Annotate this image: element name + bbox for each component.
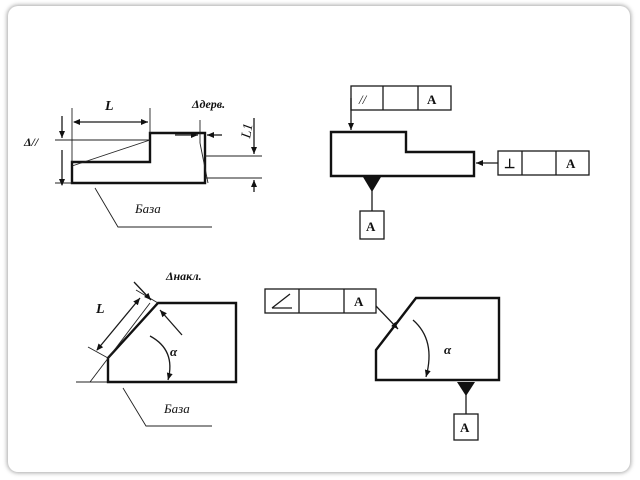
incline-deviation-label: Δнакл. xyxy=(165,269,202,283)
part-outline-3 xyxy=(106,301,238,384)
slide xyxy=(8,6,630,472)
datum-letter: A xyxy=(366,219,376,234)
base-label: База xyxy=(134,201,161,216)
base-label-2: База xyxy=(163,401,190,416)
tolerance-frame-diagram-top: // A ⊥ A A xyxy=(329,85,590,240)
datum-triangle-2 xyxy=(457,382,475,396)
angularity-frame xyxy=(264,288,377,314)
base-leader xyxy=(94,187,212,228)
angle-symbol-icon xyxy=(271,293,292,309)
datum-triangle xyxy=(363,177,381,192)
inclination-deviation-diagram: L Δнакл. α База xyxy=(76,269,238,427)
datum-box-2 xyxy=(453,413,479,441)
angularity-leader xyxy=(375,305,399,330)
perp-symbol: ⊥ xyxy=(504,156,515,171)
incline-length-dimension xyxy=(96,297,141,351)
part-outline xyxy=(70,131,207,185)
parallel-symbol: // xyxy=(358,92,368,107)
part-outline-4 xyxy=(374,296,501,382)
incline-length-label: L xyxy=(95,302,105,317)
l1-label: L1 xyxy=(239,122,257,140)
angle-label-2: α xyxy=(444,342,452,357)
perp-datum: A xyxy=(566,156,576,171)
part-outline-2 xyxy=(329,130,476,178)
angle-label: α xyxy=(170,344,178,359)
angle-arc xyxy=(149,335,173,381)
tolerance-frame-diagram-bottom: A α A xyxy=(264,288,501,441)
angle-arc-2 xyxy=(412,319,431,378)
angularity-datum: A xyxy=(354,294,364,309)
parallel-datum: A xyxy=(427,92,437,107)
datum-letter-2: A xyxy=(460,420,470,435)
datum-box xyxy=(359,210,385,240)
deviation-label: Δдерв. xyxy=(191,97,225,111)
length-label: L xyxy=(104,99,114,114)
parallelism-deviation-diagram: L Δ// Δдерв. L1 База xyxy=(23,97,262,228)
parallel-deviation-label: Δ// xyxy=(23,135,40,149)
deviation-line xyxy=(71,139,151,167)
deviation-line-right xyxy=(199,142,209,184)
base-leader-2 xyxy=(122,387,212,427)
